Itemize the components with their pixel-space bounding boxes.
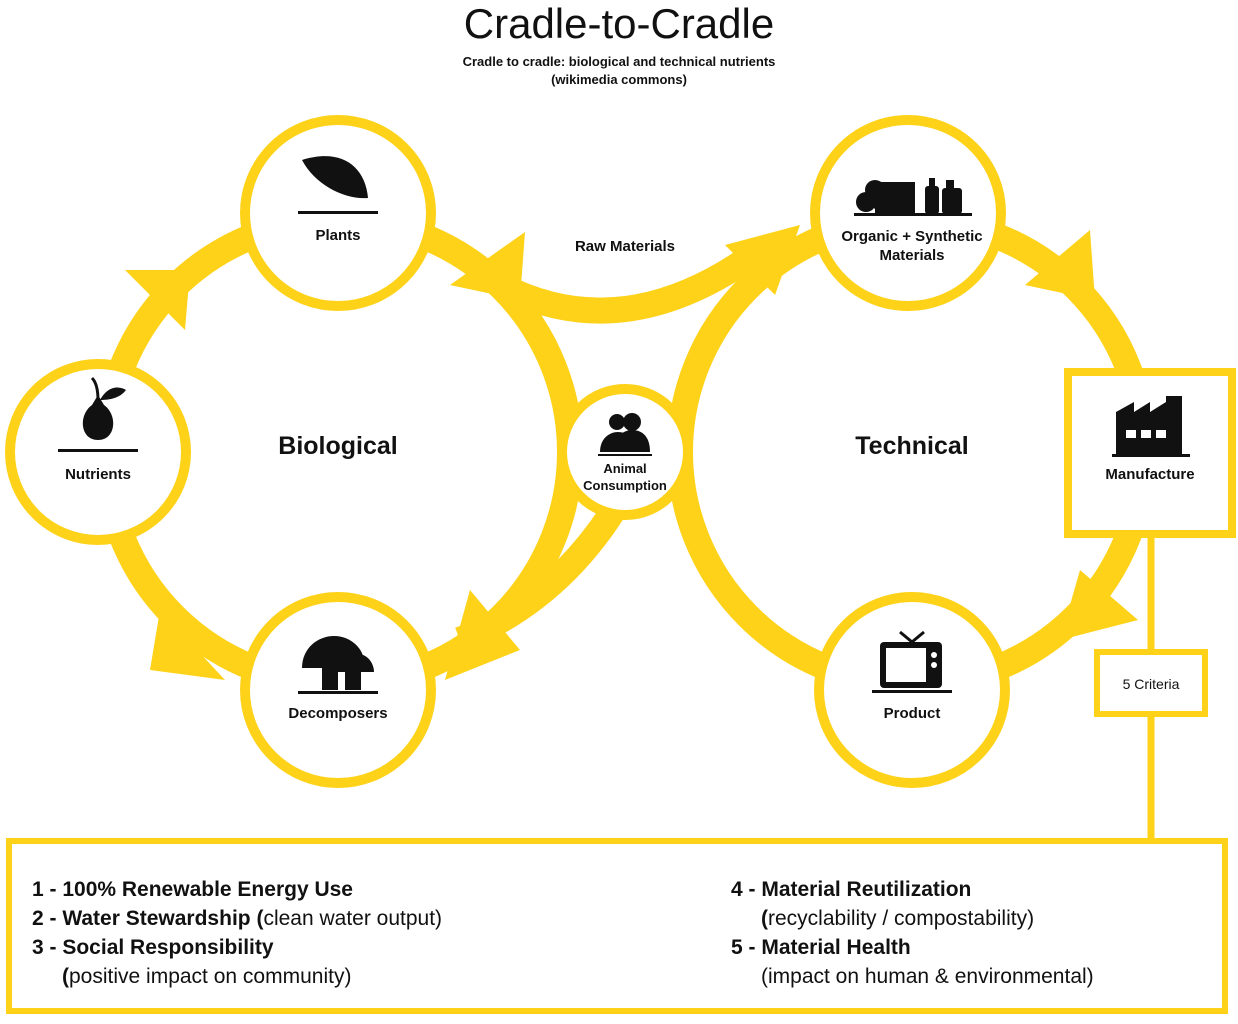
flow-arrows bbox=[125, 225, 1138, 680]
criterion-3-detail: positive impact on community) bbox=[69, 965, 352, 988]
criterion-5-detail: (impact on human & environmental) bbox=[761, 965, 1094, 988]
criterion-2-bold: 2 - Water Stewardship ( bbox=[32, 907, 264, 930]
criterion-3-paren: ( bbox=[62, 965, 69, 988]
factory-icon bbox=[1112, 396, 1190, 457]
criterion-3-detail-line: (positive impact on community) bbox=[62, 962, 351, 991]
criterion-3-text: 3 - Social Responsibility bbox=[32, 936, 274, 959]
arrow-decomposers-left bbox=[150, 610, 225, 680]
plants-label: Plants bbox=[315, 227, 361, 244]
criterion-4: 4 - Material Reutilization bbox=[731, 875, 971, 904]
criteria-tag-box bbox=[1094, 649, 1208, 717]
criteria-box bbox=[6, 838, 1228, 1014]
criterion-1-text: 1 - 100% Renewable Energy Use bbox=[32, 878, 353, 901]
criterion-1: 1 - 100% Renewable Energy Use bbox=[32, 875, 353, 904]
criterion-3: 3 - Social Responsibility bbox=[32, 933, 274, 962]
decomposers-label: Decomposers bbox=[288, 705, 388, 722]
criterion-4-text: 4 - Material Reutilization bbox=[731, 878, 972, 901]
criteria-tag-label: 5 Criteria bbox=[1122, 676, 1180, 692]
animal-label-line1: Animal bbox=[603, 461, 647, 476]
manufacture-label: Manufacture bbox=[1105, 466, 1195, 483]
criterion-2-detail: clean water output) bbox=[263, 907, 443, 930]
arrow-nutrients-up bbox=[125, 270, 190, 330]
technical-label: Technical bbox=[855, 432, 969, 460]
arrow-technical-top bbox=[1025, 230, 1095, 300]
subtitle-line1: Cradle to cradle: biological and technic… bbox=[462, 54, 776, 69]
people-icon bbox=[598, 413, 652, 456]
leaf-icon bbox=[298, 156, 378, 214]
product-label: Product bbox=[883, 705, 941, 722]
raw-materials-arc bbox=[494, 239, 768, 324]
sprout-icon bbox=[58, 376, 138, 452]
criterion-2: 2 - Water Stewardship (clean water outpu… bbox=[32, 904, 442, 933]
criterion-4-detail: recyclability / compostability) bbox=[768, 907, 1035, 930]
criterion-4-paren: ( bbox=[761, 907, 768, 930]
animal-label-line2: Consumption bbox=[583, 478, 667, 493]
page-title: Cradle-to-Cradle bbox=[463, 0, 775, 47]
materials-label-line1: Organic + Synthetic bbox=[841, 228, 983, 245]
nutrients-label: Nutrients bbox=[65, 466, 131, 483]
arrow-technical-down bbox=[1060, 570, 1138, 640]
subtitle-line2: (wikimedia commons) bbox=[551, 72, 687, 87]
criterion-5-text: 5 - Material Health bbox=[731, 936, 911, 959]
criterion-5: 5 - Material Health bbox=[731, 933, 911, 962]
arrow-raw-in bbox=[725, 225, 800, 295]
biological-label: Biological bbox=[278, 432, 398, 460]
mushroom-icon bbox=[298, 636, 378, 694]
criterion-4-detail-line: (recyclability / compostability) bbox=[761, 904, 1034, 933]
raw-materials-label: Raw Materials bbox=[574, 238, 676, 255]
materials-label-line2: Materials bbox=[879, 247, 945, 264]
criterion-5-detail-line: (impact on human & environmental) bbox=[761, 962, 1094, 991]
logs-bottles-icon bbox=[854, 178, 972, 216]
arrow-plants-out bbox=[450, 232, 525, 300]
tv-icon bbox=[872, 630, 952, 693]
arrow-decomposers-in bbox=[445, 590, 520, 680]
